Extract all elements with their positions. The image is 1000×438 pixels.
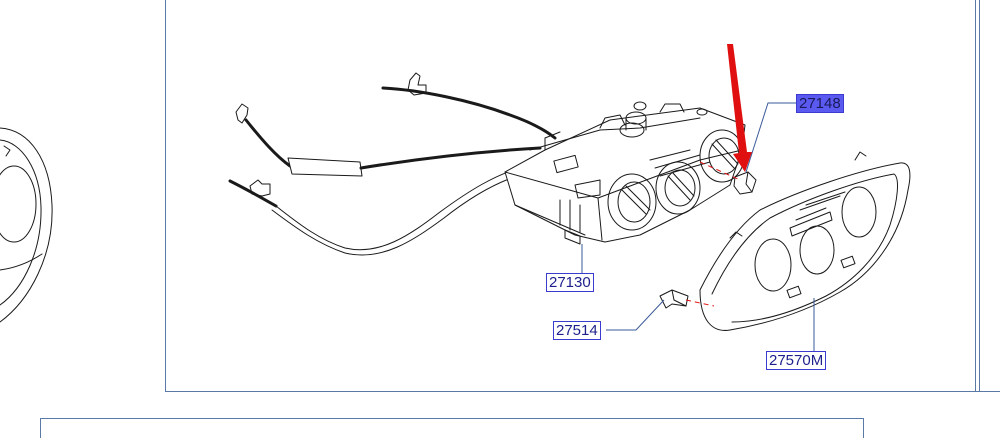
- heater-control-assembly: [504, 101, 746, 245]
- side-frame: [975, 0, 1000, 392]
- diagram-frame: [165, 0, 980, 392]
- alignment-lines: [685, 161, 741, 307]
- knob-center: [655, 161, 701, 215]
- control-cables: [228, 72, 557, 256]
- knob-cap-part: [733, 171, 757, 195]
- clip-part: [659, 289, 689, 309]
- part-label-27570M[interactable]: 27570M: [766, 351, 827, 370]
- knob-left: [607, 173, 657, 231]
- red-arrow-icon: [727, 44, 752, 172]
- bezel-panel: [699, 151, 911, 331]
- exploded-parts-diagram: [0, 44, 911, 352]
- leader-lines: [581, 102, 815, 352]
- control-knobs: [607, 129, 745, 231]
- part-label-27514[interactable]: 27514: [553, 321, 601, 340]
- part-label-27130[interactable]: 27130: [546, 273, 594, 292]
- adjacent-component-drawing: [0, 127, 53, 323]
- part-label-27148[interactable]: 27148: [796, 94, 844, 113]
